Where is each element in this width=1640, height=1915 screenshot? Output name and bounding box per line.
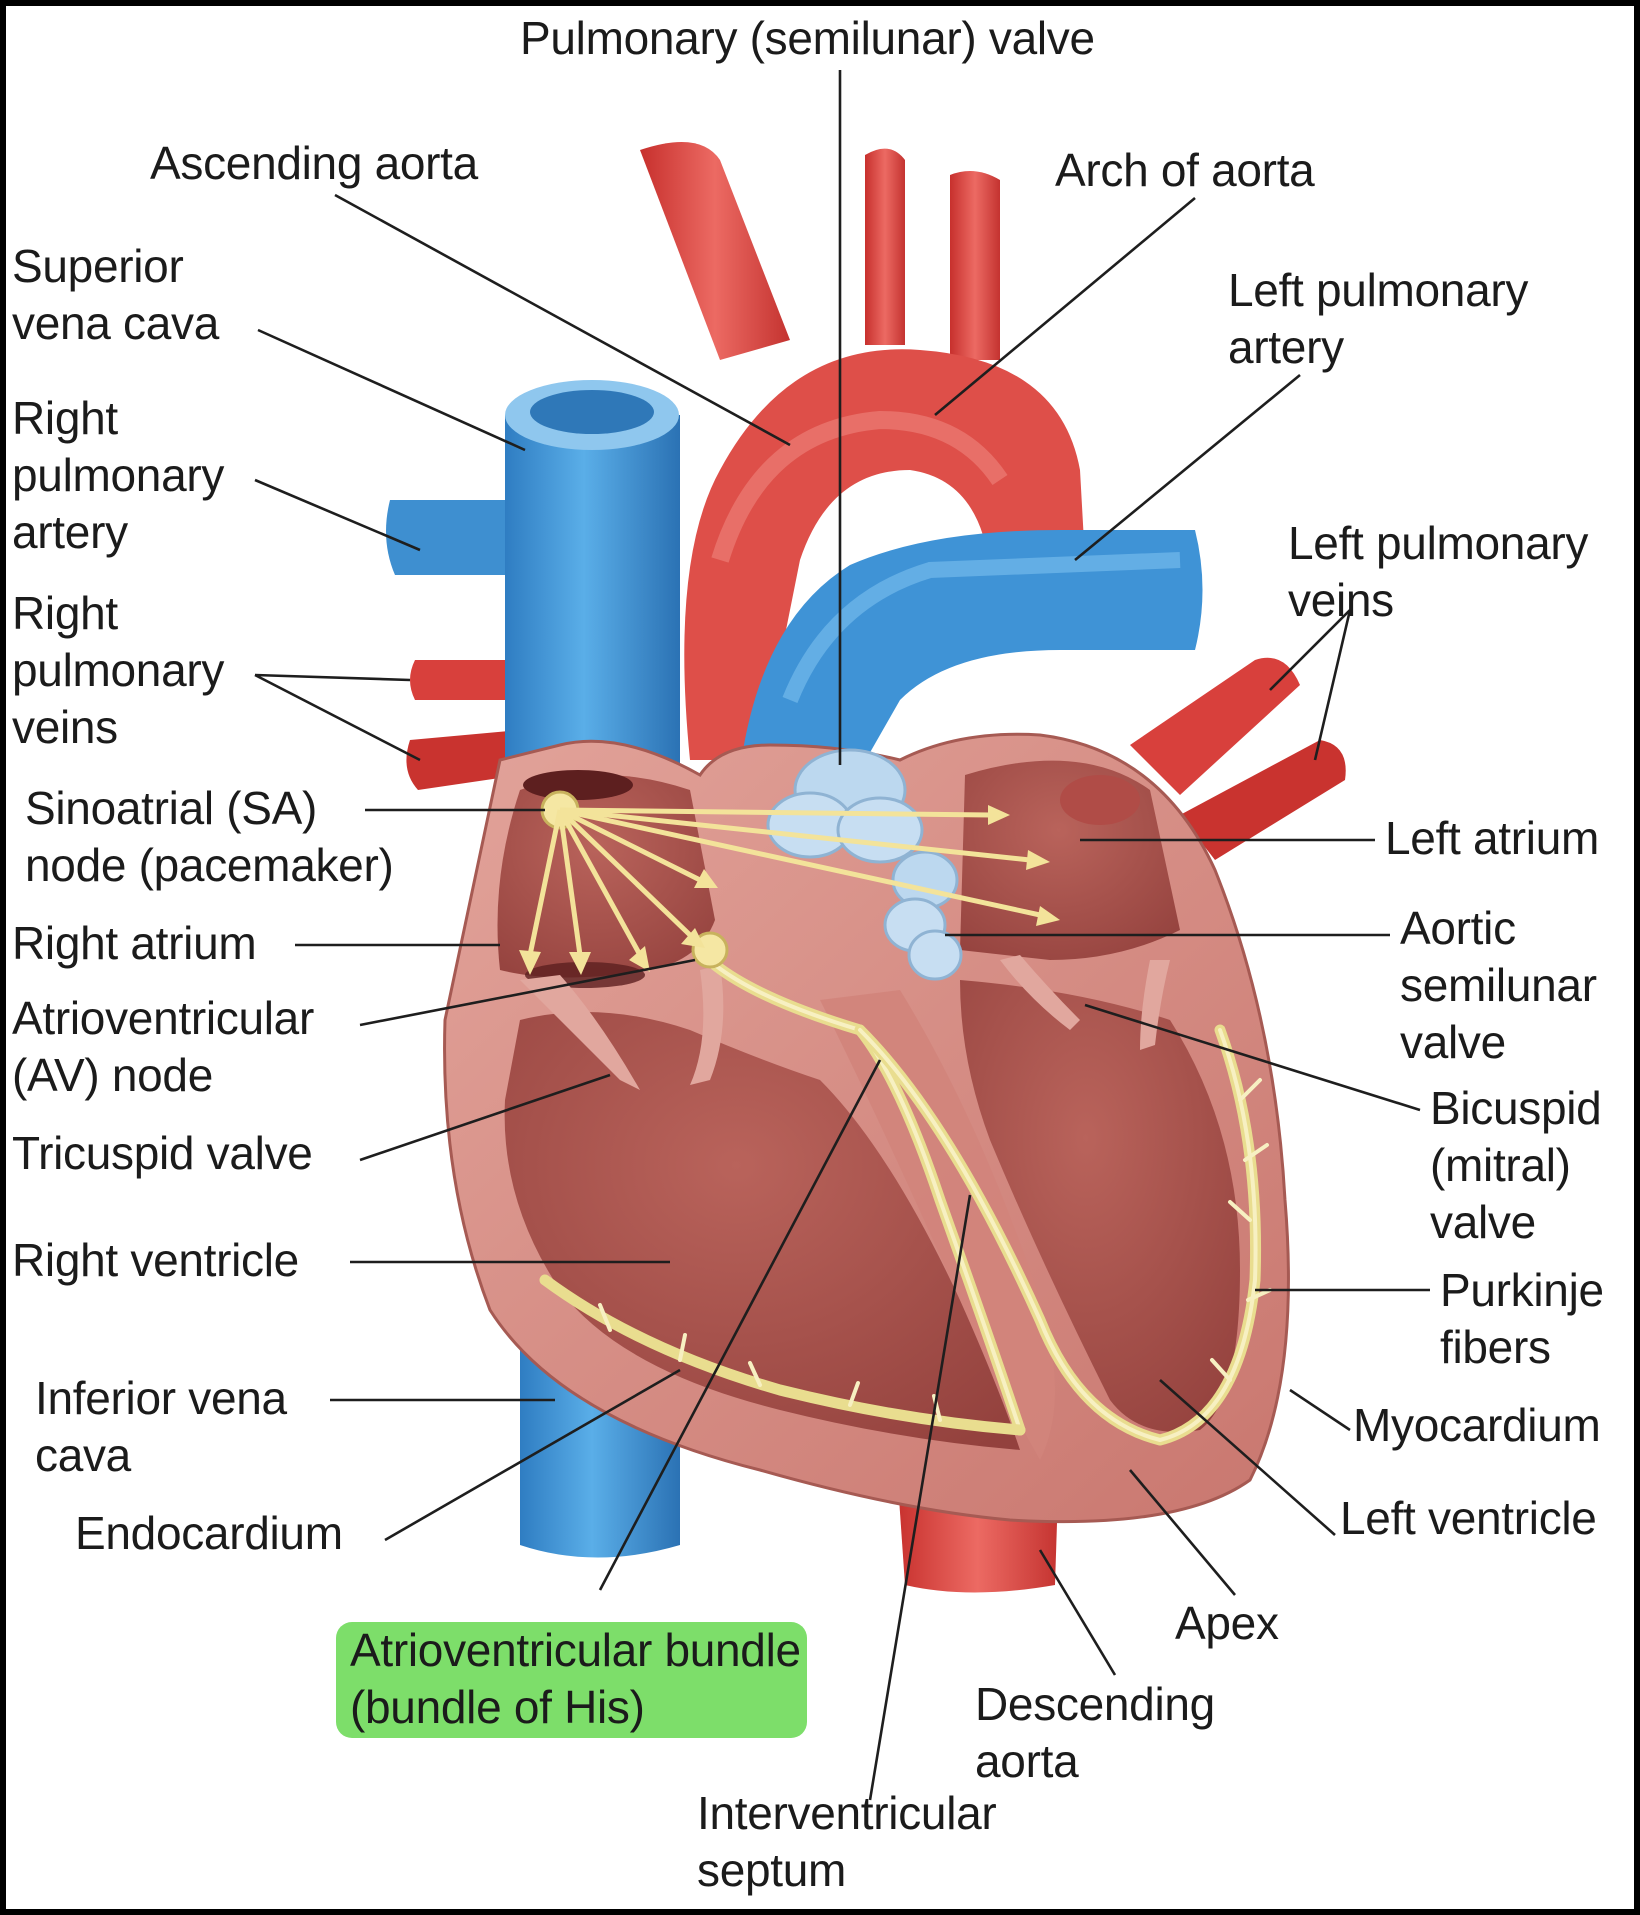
label-right-pulmonary-artery: Right pulmonary artery <box>12 392 225 558</box>
right-pulmonary-vein-lower <box>406 730 520 790</box>
leader-lines <box>254 70 1430 1801</box>
aortic-branch-subclavian <box>950 171 1000 360</box>
aortic-valve-cusps <box>883 850 963 981</box>
label-left-pulmonary-veins: Left pulmonary veins <box>1288 517 1589 626</box>
conduction-system <box>519 790 1272 1446</box>
pulmonary-trunk-vessel <box>740 530 1203 770</box>
right-pulmonary-vein-upper <box>410 660 520 700</box>
left-ventricle-chamber <box>960 980 1240 1432</box>
label-apex: Apex <box>1175 1597 1279 1649</box>
label-descending-aorta: Descending aorta <box>975 1678 1215 1787</box>
right-ventricle-chamber <box>504 1012 1021 1450</box>
label-sa-node: Sinoatrial (SA) node (pacemaker) <box>25 782 394 891</box>
left-pulmonary-vein-lower <box>1180 740 1346 860</box>
label-purkinje-fibers: Purkinje fibers <box>1440 1264 1604 1373</box>
label-right-atrium: Right atrium <box>12 917 257 969</box>
bicuspid-valve-flap-2 <box>1140 960 1170 1050</box>
aortic-branch-carotid <box>865 148 905 345</box>
label-superior-vena-cava: Superior vena cava <box>12 240 219 349</box>
interventricular-septum-wall <box>820 990 1055 1460</box>
tricuspid-valve-flap-2 <box>690 965 724 1085</box>
label-inferior-vena-cava: Inferior vena cava <box>35 1372 287 1481</box>
label-av-bundle: Atrioventricular bundle (bundle of His) <box>336 1622 807 1738</box>
label-av-node: Atrioventricular (AV) node <box>12 992 314 1101</box>
tricuspid-valve-flap <box>520 975 640 1090</box>
label-arch-of-aorta: Arch of aorta <box>1055 144 1315 196</box>
label-myocardium: Myocardium <box>1353 1399 1601 1451</box>
label-left-atrium: Left atrium <box>1385 812 1600 864</box>
purkinje-fiber-branches <box>598 1078 1272 1422</box>
impulse-arrows <box>527 807 1041 957</box>
label-left-pulmonary-artery: Left pulmonary artery <box>1228 264 1529 373</box>
impulse-arrowheads <box>519 805 1060 975</box>
aortic-branch-brachiocephalic <box>640 142 790 360</box>
label-pulmonary-valve: Pulmonary (semilunar) valve <box>520 12 1095 64</box>
label-right-ventricle: Right ventricle <box>12 1234 299 1286</box>
label-tricuspid-valve: Tricuspid valve <box>12 1127 313 1179</box>
right-pulmonary-artery-vessel <box>386 500 520 575</box>
bicuspid-valve-flap <box>1000 955 1080 1030</box>
label-aortic-valve: Aortic semilunar valve <box>1400 902 1597 1068</box>
label-right-pulmonary-veins: Right pulmonary veins <box>12 587 225 753</box>
label-endocardium: Endocardium <box>75 1507 343 1559</box>
left-pulmonary-vein-upper <box>1130 657 1300 795</box>
label-bicuspid-valve: Bicuspid (mitral) valve <box>1430 1082 1602 1248</box>
label-left-ventricle: Left ventricle <box>1340 1492 1597 1544</box>
label-ascending-aorta: Ascending aorta <box>150 137 478 189</box>
label-interventricular-septum: Interventricular septum <box>697 1787 997 1896</box>
superior-vena-cava-vessel <box>505 415 680 780</box>
